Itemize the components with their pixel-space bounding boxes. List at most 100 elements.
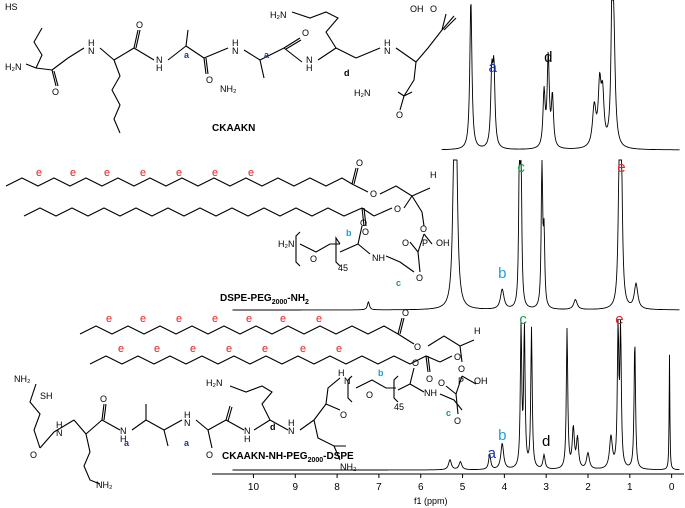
chain-label-e: e xyxy=(36,167,42,179)
svg-text:O: O xyxy=(438,378,445,388)
x-tick-label: 1 xyxy=(627,482,633,493)
svg-text:OH: OH xyxy=(436,238,450,248)
chain-label-e: e xyxy=(140,313,146,325)
svg-text:O: O xyxy=(454,352,461,362)
chain-label-e: e xyxy=(212,313,218,325)
svg-text:O: O xyxy=(340,410,347,420)
peak-label-a: a xyxy=(488,445,497,462)
svg-text:H: H xyxy=(156,63,163,73)
peak-label-e: e xyxy=(615,311,623,328)
svg-text:O: O xyxy=(416,273,423,283)
svg-text:OH: OH xyxy=(410,4,424,14)
x-tick-label: 5 xyxy=(460,482,466,493)
svg-text:N: N xyxy=(344,376,351,386)
peak-label-d: d xyxy=(542,433,550,450)
svg-text:O: O xyxy=(356,158,363,168)
svg-text:O: O xyxy=(454,416,461,426)
svg-text:O: O xyxy=(458,364,465,374)
svg-text:H₂N: H₂N xyxy=(270,10,287,20)
structure-ckaakn-atoms: HS H₂N O H N O N H O H N O N H H₂N H N O… xyxy=(5,2,437,120)
svg-text:N: N xyxy=(232,46,239,56)
chain-label-e: e xyxy=(104,167,110,179)
svg-text:O: O xyxy=(206,450,213,460)
svg-text:N: N xyxy=(56,428,63,438)
svg-text:H₂N: H₂N xyxy=(354,88,371,98)
svg-text:c: c xyxy=(396,278,401,288)
chain-label-e: e xyxy=(176,313,182,325)
chain-label-e: e xyxy=(212,167,218,179)
svg-text:O: O xyxy=(402,308,409,318)
x-tick-label: 8 xyxy=(334,482,340,493)
svg-text:O: O xyxy=(136,20,143,30)
structure-conjugate-atoms: O O H O O O P OH O O NH₂ SH O H N O N H … xyxy=(14,308,488,490)
chain-label-e: e xyxy=(106,313,112,325)
spectrum-label-ckaakn: CKAAKN xyxy=(212,123,255,134)
chain-label-e: e xyxy=(154,343,160,355)
svg-text:P: P xyxy=(458,376,464,386)
svg-text:O: O xyxy=(30,450,37,460)
peak-label-b: b xyxy=(498,265,506,282)
chain-label-e: e xyxy=(300,343,306,355)
spectrum-trace-2 xyxy=(232,159,680,311)
svg-text:45: 45 xyxy=(338,263,348,273)
svg-text:O: O xyxy=(414,342,421,352)
peak-label-e: e xyxy=(617,159,625,176)
spectra-layer xyxy=(232,0,680,471)
svg-text:O: O xyxy=(52,87,59,97)
svg-text:a: a xyxy=(124,438,130,448)
svg-text:d: d xyxy=(344,68,350,78)
svg-text:H: H xyxy=(474,326,481,336)
svg-text:N: N xyxy=(288,426,295,436)
chain-label-e: e xyxy=(190,343,196,355)
svg-text:H: H xyxy=(244,434,251,444)
svg-text:O: O xyxy=(100,394,107,404)
svg-text:H: H xyxy=(430,170,437,180)
svg-text:H: H xyxy=(184,410,191,420)
svg-text:H: H xyxy=(120,434,127,444)
structure-dspe xyxy=(5,167,433,273)
svg-text:O: O xyxy=(366,390,373,400)
svg-text:N: N xyxy=(384,46,391,56)
svg-text:O: O xyxy=(396,110,403,120)
x-tick-label: 10 xyxy=(248,482,260,493)
x-tick-label: 2 xyxy=(585,482,591,493)
svg-text:b: b xyxy=(378,368,384,378)
peak-label-c: c xyxy=(517,159,525,176)
spectrum-trace-1 xyxy=(441,0,680,151)
svg-text:O: O xyxy=(360,218,367,228)
chain-label-e: e xyxy=(248,167,254,179)
chain-label-e: e xyxy=(262,343,268,355)
svg-text:d: d xyxy=(270,422,276,432)
svg-text:N: N xyxy=(306,55,313,65)
chain-label-e: e xyxy=(226,343,232,355)
svg-text:O: O xyxy=(370,189,377,199)
svg-text:45: 45 xyxy=(394,402,404,412)
svg-text:N: N xyxy=(88,46,95,56)
svg-text:O: O xyxy=(426,374,433,384)
svg-text:HS: HS xyxy=(5,2,18,12)
svg-text:H₂N: H₂N xyxy=(206,378,223,388)
svg-text:H: H xyxy=(56,420,63,430)
x-tick-label: 7 xyxy=(376,482,382,493)
svg-text:c: c xyxy=(446,408,451,418)
svg-text:a: a xyxy=(184,50,190,60)
svg-text:NH₂: NH₂ xyxy=(14,374,31,384)
svg-text:NH₂: NH₂ xyxy=(220,84,237,94)
x-tick-label: 3 xyxy=(543,482,549,493)
svg-text:N: N xyxy=(244,426,251,436)
svg-text:O: O xyxy=(430,4,437,14)
svg-text:N: N xyxy=(184,418,191,428)
svg-text:O: O xyxy=(412,358,419,368)
svg-text:H: H xyxy=(338,368,345,378)
svg-text:a: a xyxy=(264,50,270,60)
svg-text:N: N xyxy=(156,55,163,65)
chain-label-e: e xyxy=(118,343,124,355)
svg-text:N: N xyxy=(120,426,127,436)
svg-text:P: P xyxy=(422,238,428,248)
svg-text:H₂N: H₂N xyxy=(278,239,295,249)
svg-text:SH: SH xyxy=(40,391,53,401)
peak-label-c: c xyxy=(519,311,527,328)
